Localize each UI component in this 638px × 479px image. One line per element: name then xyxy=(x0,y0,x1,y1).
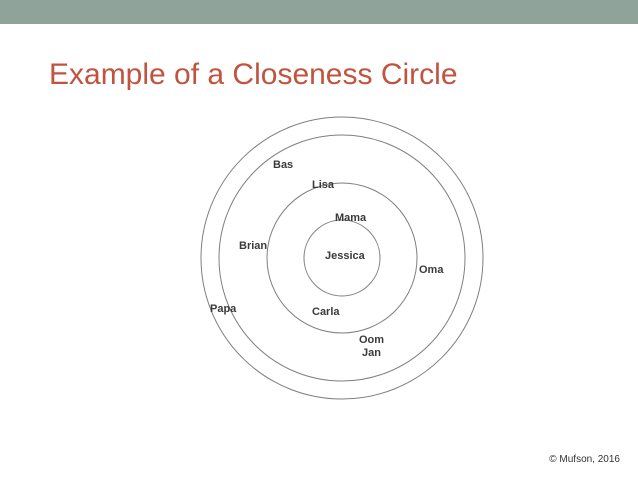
middle-ring xyxy=(218,134,466,382)
label-ring1-a: Mama xyxy=(335,212,367,224)
inner-ring xyxy=(266,182,418,334)
label-ring2-c: Oma xyxy=(419,264,444,276)
copyright-notice: © Mufson, 2016 xyxy=(549,454,620,465)
slide-title: Example of a Closeness Circle xyxy=(49,58,458,91)
label-ring1-b: Carla xyxy=(312,306,340,318)
label-ring2-b: Brian xyxy=(239,240,268,252)
outer-ring xyxy=(200,116,484,400)
label-ring3-b: Papa xyxy=(210,303,237,315)
top-bar xyxy=(0,0,638,24)
label-center: Jessica xyxy=(325,250,365,262)
label-ring2-d: Oom Jan xyxy=(359,334,385,359)
label-ring2-a: Lisa xyxy=(312,179,335,191)
center-ring xyxy=(303,219,381,297)
label-ring3-a: Bas xyxy=(273,159,294,171)
